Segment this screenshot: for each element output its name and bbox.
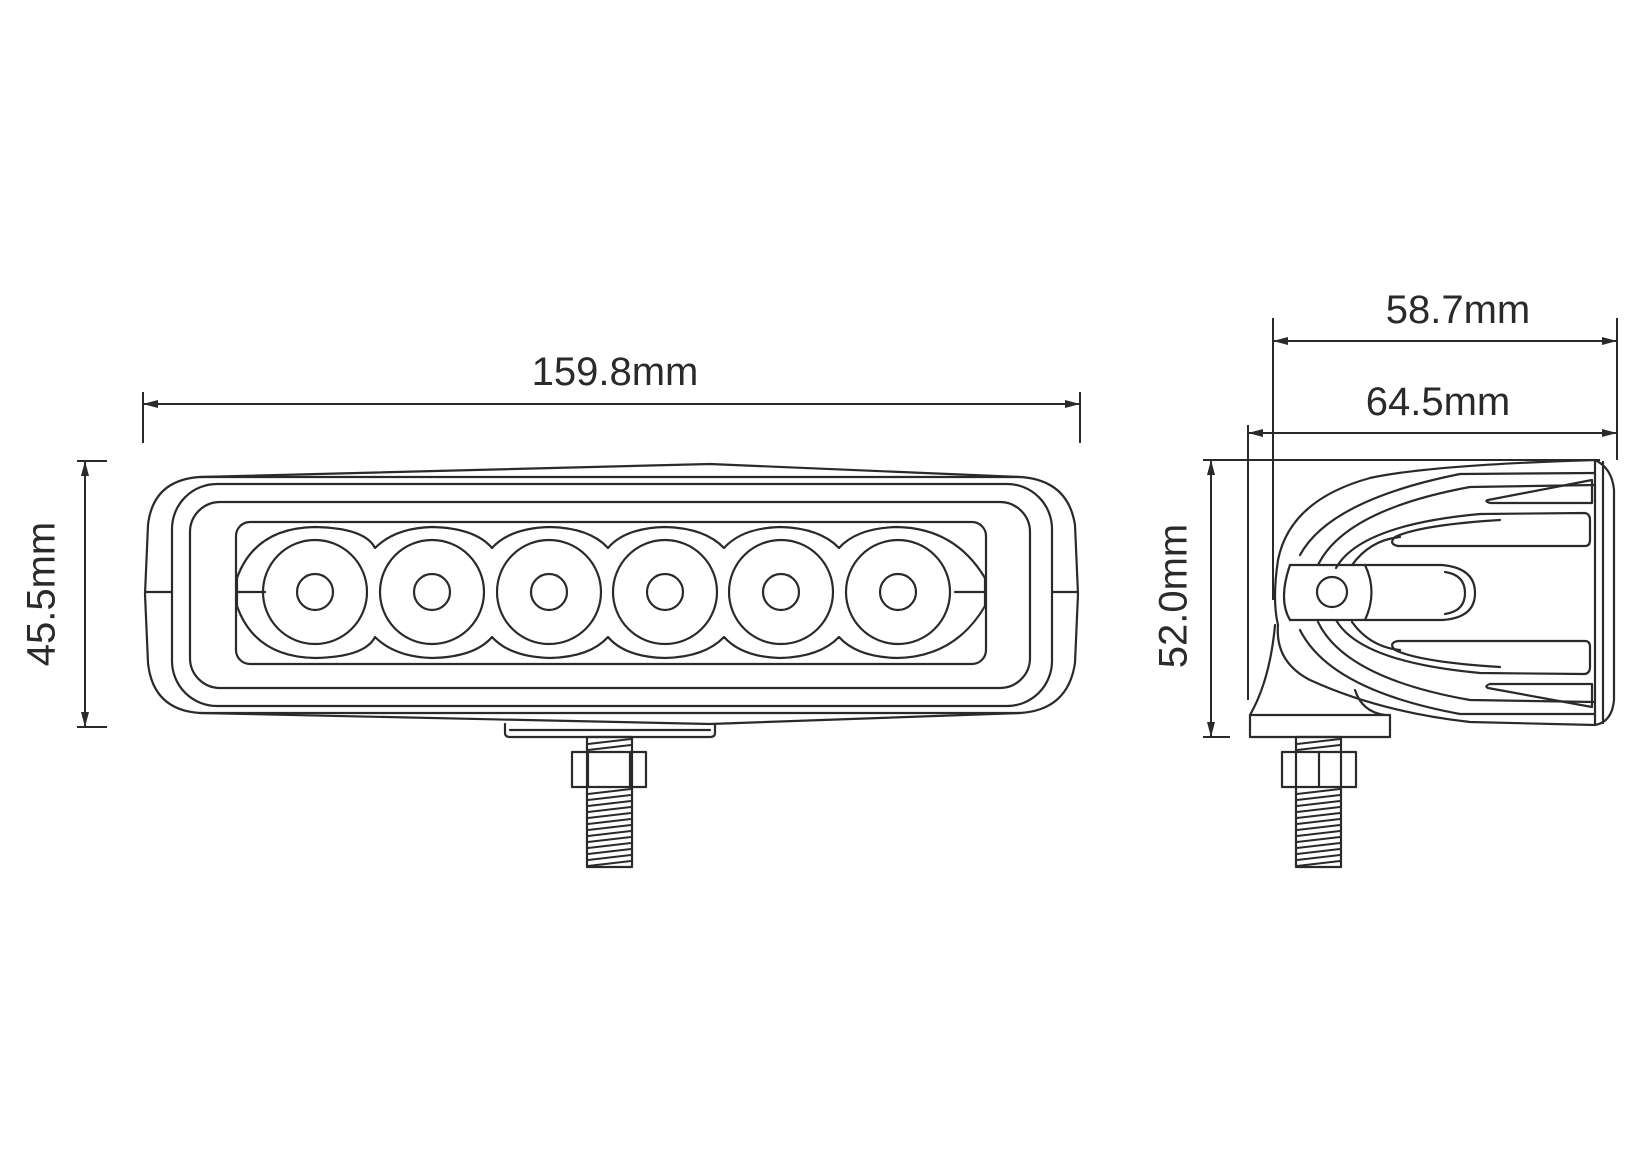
fin-bottom-1 xyxy=(1298,628,1597,716)
pivot-bolt-icon xyxy=(1315,575,1349,609)
reflector-outline xyxy=(235,525,987,660)
led-array xyxy=(261,538,952,646)
fin-top-1 xyxy=(1298,471,1597,557)
fin-bottom-3 xyxy=(1334,618,1592,676)
housing-outline xyxy=(143,475,1080,715)
dimension-height-side: 52.0mm xyxy=(1152,459,1600,738)
front-view: 159.8mm 45.5mm xyxy=(20,350,1081,869)
depth-label-top: 58.7mm xyxy=(1386,288,1531,332)
led-4 xyxy=(611,538,719,646)
width-label-front: 159.8mm xyxy=(532,350,699,394)
led-1 xyxy=(261,538,369,646)
dimension-depth-top: 58.7mm xyxy=(1272,288,1618,600)
fin-top-2 xyxy=(1316,483,1597,567)
hex-nut xyxy=(570,750,648,789)
side-housing xyxy=(1273,458,1616,727)
dimension-height-front: 45.5mm xyxy=(20,460,107,728)
mount-bracket xyxy=(1248,563,1477,739)
led-2 xyxy=(378,538,486,646)
led-5 xyxy=(727,538,835,646)
mounting-bolt xyxy=(570,735,648,869)
dimension-width-front: 159.8mm xyxy=(142,350,1081,443)
fin-bottom-2 xyxy=(1316,620,1597,704)
depth-label-bracket: 64.5mm xyxy=(1366,380,1511,424)
height-label-front: 45.5mm xyxy=(20,522,64,667)
fin-top-3 xyxy=(1334,511,1592,570)
side-view: 58.7mm 64.5mm 52.0mm xyxy=(1152,288,1618,869)
outer-bezel xyxy=(170,482,1054,708)
led-3 xyxy=(495,538,603,646)
side-mounting-bolt xyxy=(1280,735,1358,869)
inner-bezel xyxy=(188,500,1032,690)
height-label-side: 52.0mm xyxy=(1152,524,1196,669)
dimension-depth-bracket: 64.5mm xyxy=(1247,380,1617,700)
led-6 xyxy=(844,538,952,646)
